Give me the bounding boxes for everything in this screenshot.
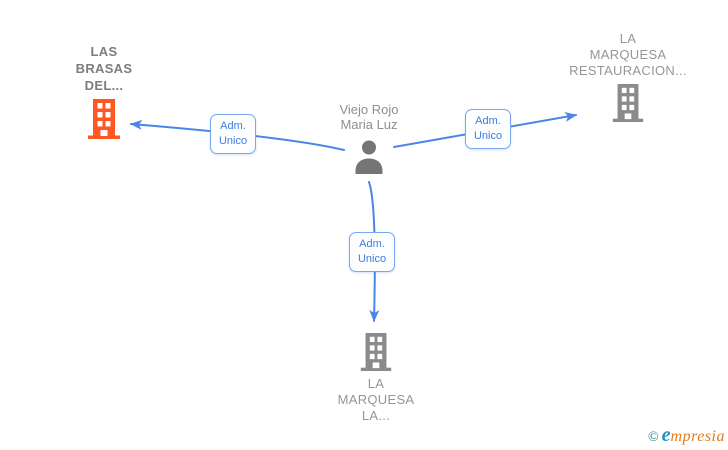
company-name: LAS BRASAS DEL... [54, 43, 154, 94]
edge-label-adm-unico-left[interactable]: Adm. Unico [210, 114, 256, 154]
company-name-line: RESTAURACION... [569, 63, 687, 78]
arrow-person-to-las-brasas [130, 119, 345, 151]
person-node-viejo-rojo-maria-luz[interactable]: Viejo Rojo Maria Luz [323, 102, 415, 174]
company-node-la-marquesa-la[interactable]: LA MARQUESA LA... [326, 333, 426, 424]
company-name-line: MARQUESA [337, 392, 415, 407]
person-icon [355, 140, 383, 174]
empresia-logo: ©empresia [648, 424, 725, 447]
company-name-line: BRASAS [75, 61, 133, 76]
building-icon [88, 99, 120, 139]
company-name-line: LA [619, 31, 637, 46]
person-name: Viejo Rojo Maria Luz [323, 102, 415, 132]
company-node-la-marquesa-restauracion[interactable]: LA MARQUESA RESTAURACION... [568, 31, 688, 122]
company-name-line: LA [367, 376, 385, 391]
building-icon [360, 333, 392, 371]
copyright-icon: © [648, 430, 659, 445]
company-name-line: LA... [361, 408, 391, 423]
edge-label-adm-unico-right[interactable]: Adm. Unico [465, 109, 511, 149]
company-name: LA MARQUESA RESTAURACION... [568, 31, 688, 79]
edge-label-adm-unico-bottom[interactable]: Adm. Unico [349, 232, 395, 272]
company-node-las-brasas[interactable]: LAS BRASAS DEL... [54, 43, 154, 139]
building-icon [612, 84, 644, 122]
logo-brand-rest: mpresia [670, 428, 725, 445]
person-name-line: Viejo Rojo [339, 102, 399, 117]
company-name-line: DEL... [84, 78, 124, 93]
company-name-line: MARQUESA [589, 47, 667, 62]
person-name-line: Maria Luz [340, 117, 398, 132]
logo-brand-initial: e [661, 424, 671, 446]
company-name-line: LAS [90, 44, 118, 59]
arrow-person-to-la-marquesa-la [368, 181, 380, 322]
company-name: LA MARQUESA LA... [326, 376, 426, 424]
